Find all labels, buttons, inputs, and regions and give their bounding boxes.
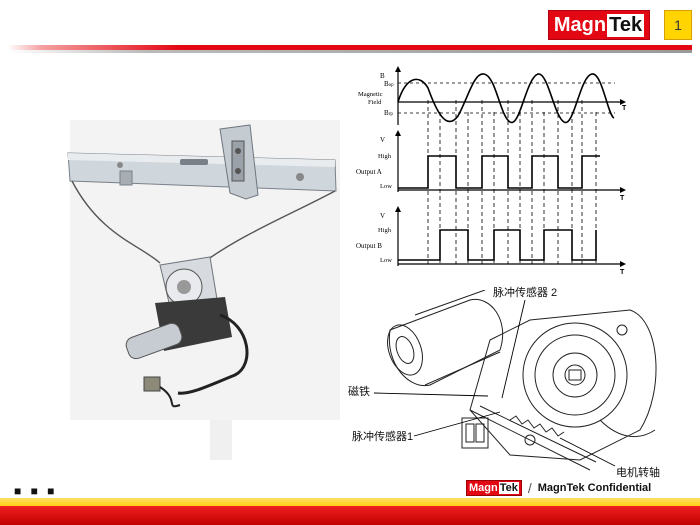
motor-sensor-drawing [373, 290, 657, 471]
header-red-rule [8, 45, 692, 50]
footer-red-band [0, 506, 700, 525]
page-number: 1 [664, 10, 692, 40]
motor-assembly [125, 256, 249, 408]
header-gray-rule [8, 50, 692, 53]
rail-bar [67, 152, 337, 192]
footer-bar [0, 498, 700, 525]
bracket [219, 124, 259, 200]
panel1-lower-level: Brp [384, 109, 393, 117]
footer-dots: ■ ■ ■ [14, 484, 58, 498]
window-regulator-photo [60, 115, 350, 475]
panel3-low: Low [380, 257, 392, 264]
panel1-signal-line1: Magnetic [358, 91, 383, 98]
panel1-signal-line2: Field [368, 99, 382, 106]
logo-magn: Magn [553, 13, 607, 36]
phase-guides [427, 100, 597, 264]
panel3-axis-label: V [380, 212, 385, 220]
panel1-axis-label: B [380, 72, 385, 80]
output-b-wave [398, 229, 597, 261]
panel3-time-label: T [620, 269, 625, 276]
footer-slash: / [527, 480, 532, 496]
label-pulse-sensor-2: 脉冲传感器 2 [493, 287, 558, 299]
cable [71, 180, 161, 264]
footer-logo-magn: Magn [469, 482, 498, 494]
panel2-low: Low [380, 183, 392, 190]
panel2-axis-label: V [380, 136, 385, 144]
panel1-time-label: T [622, 105, 627, 112]
logo-tek: Tek [607, 13, 645, 37]
label-magnet: 磁铁 [348, 386, 370, 398]
panel3-signal: Output B [356, 242, 382, 250]
magnetic-field-wave [397, 73, 615, 123]
label-pulse-sensor-1: 脉冲传感器1 [352, 431, 414, 443]
footer-logo-tek: Tek [498, 482, 519, 494]
panel3-high: High [378, 227, 392, 234]
footer-yellow-band [0, 498, 700, 508]
hall-waveform-diagram: B Bop Magnetic Field Brp T V High Output… [356, 66, 627, 276]
panel2-signal: Output A [356, 168, 382, 176]
panel2-time-label: T [620, 195, 625, 202]
panel1-upper-level: Bop [384, 80, 394, 88]
footer-confidential: MagnTek Confidential [537, 482, 652, 494]
label-motor-shaft: 电机转轴 [616, 467, 660, 479]
panel2-high: High [378, 153, 392, 160]
